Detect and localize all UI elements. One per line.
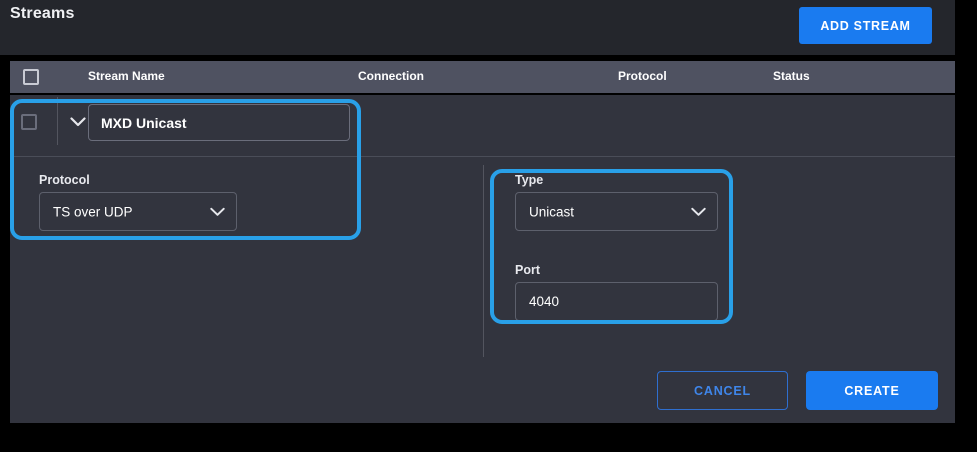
select-all-checkbox[interactable] [23,69,39,85]
stream-name-input[interactable] [88,104,350,141]
chevron-down-icon [691,207,706,216]
expand-collapse-chevron-down-icon[interactable] [67,111,89,133]
column-header-connection: Connection [358,69,424,83]
protocol-select[interactable]: TS over UDP [39,192,237,231]
type-select[interactable]: Unicast [515,192,718,231]
page-title: Streams [10,5,75,22]
type-label: Type [515,173,544,187]
add-stream-button[interactable]: ADD STREAM [799,7,932,44]
type-select-value: Unicast [529,204,575,219]
column-header-status: Status [773,69,810,83]
protocol-select-value: TS over UDP [53,204,133,219]
port-input[interactable] [515,282,718,321]
row-divider [57,97,58,145]
cancel-button[interactable]: CANCEL [657,371,788,410]
column-header-stream-name: Stream Name [88,69,165,83]
create-button[interactable]: CREATE [806,371,938,410]
protocol-label: Protocol [39,173,90,187]
port-label: Port [515,263,540,277]
column-header-protocol: Protocol [618,69,667,83]
section-divider [10,156,955,157]
page-header: Streams ADD STREAM [0,0,955,55]
stream-editor-panel: Protocol TS over UDP Type Unicast Port [10,95,955,423]
streams-table-header: Stream Name Connection Protocol Status [10,61,955,93]
chevron-down-icon [210,207,225,216]
row-select-checkbox[interactable] [21,114,37,130]
column-divider [483,165,484,357]
